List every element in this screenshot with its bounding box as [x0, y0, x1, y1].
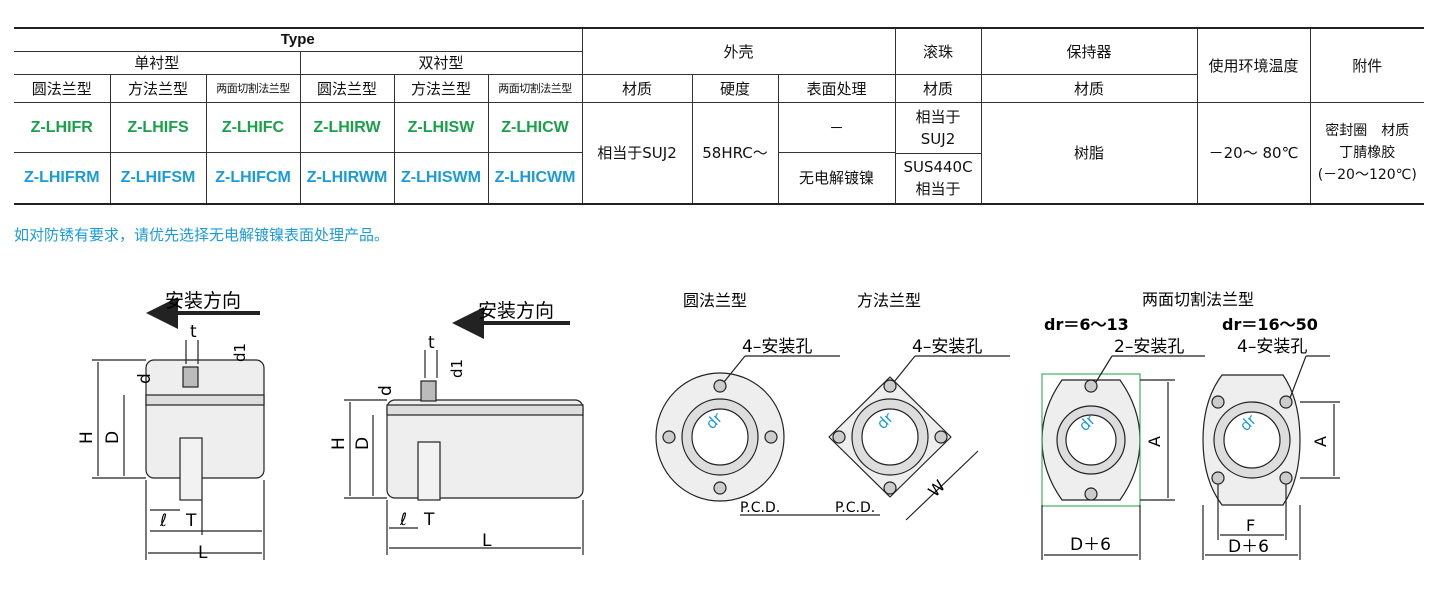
mounting-holes-label: 2–安装孔: [1114, 337, 1184, 357]
accessory-line: 密封圈 材质: [1325, 123, 1410, 139]
dim-t-label: t: [190, 322, 197, 342]
product-code: Z-LHICWM: [487, 152, 583, 205]
mounting-holes-label: 4–安装孔: [742, 337, 812, 357]
product-code: Z-LHICW: [487, 102, 583, 153]
dim-d1-label: d1: [231, 343, 249, 362]
dim-t-label: t: [428, 333, 435, 353]
retainer-material-value: 树脂: [980, 102, 1198, 205]
pcd-label: P.C.D.: [740, 500, 780, 516]
dim-l-label: ℓ: [399, 510, 407, 530]
dim-T-label: T: [185, 511, 197, 531]
accessory-value: 密封圈 材质丁腈橡胶 (－20～120℃): [1309, 102, 1425, 205]
shell-header: 外壳: [581, 27, 896, 75]
spec-table: Type 外壳 滚珠 保持器 使用环境温度 附件 单衬型 双衬型 圆法兰型 方法…: [14, 27, 1425, 205]
shell-material-header: 材质: [581, 74, 693, 103]
ball-material-text: 相当于: [915, 180, 961, 198]
two-cut-flange-title: 两面切割法兰型: [1142, 290, 1254, 309]
product-code: Z-LHIFCM: [205, 152, 301, 205]
product-code: Z-LHIFS: [109, 102, 207, 153]
surface-plating-value: 无电解镀镍: [777, 152, 896, 205]
rust-prevention-note: 如对防锈有要求，请优先选择无电解镀镍表面处理产品。: [14, 226, 390, 244]
pcd-label: P.C.D.: [835, 500, 875, 516]
dim-d-label: d: [135, 373, 155, 384]
dim-l-label: ℓ: [159, 511, 167, 531]
shell-hardness-header: 硬度: [691, 74, 779, 103]
retainer-material-header: 材质: [980, 74, 1198, 103]
round-flange-front-drawing: [655, 355, 840, 516]
dim-d-label: d: [376, 385, 396, 396]
round-flange-title: 圆法兰型: [683, 291, 747, 310]
square-flange-title: 方法兰型: [857, 291, 921, 310]
shell-hardness-value: 58HRC～: [691, 102, 779, 205]
square-flange-front-drawing: [810, 355, 1010, 521]
dim-F-label: F: [1246, 516, 1255, 535]
product-code: Z-LHISWM: [393, 152, 489, 205]
surface-none-value: －: [777, 102, 896, 153]
product-code: Z-LHIFR: [14, 102, 111, 153]
temperature-value: －20～ 80℃: [1196, 102, 1311, 205]
round-flange-header: 圆法兰型: [299, 74, 395, 103]
square-flange-header: 方法兰型: [109, 74, 207, 103]
dim-D-plus-6-label: D＋6: [1070, 535, 1111, 555]
dim-W-label: W: [924, 476, 949, 501]
dim-T-label: T: [423, 510, 435, 530]
dim-A-label: A: [1311, 436, 1330, 447]
install-direction-label: 安装方向: [478, 300, 554, 322]
round-flange-header: 圆法兰型: [14, 74, 111, 103]
retainer-header: 保持器: [980, 27, 1198, 75]
dim-H-label: H: [77, 431, 97, 444]
ball-material-text: 相当于: [915, 108, 961, 126]
dim-d1-label: d1: [448, 359, 466, 378]
double-liner-side-drawing: [344, 307, 584, 555]
accessory-line: 丁腈橡胶: [1339, 145, 1396, 161]
dr-range-small: dr＝6～13: [1044, 315, 1129, 334]
two-cut-flange-small-drawing: [1041, 355, 1205, 560]
install-direction-label: 安装方向: [165, 290, 241, 312]
mounting-holes-label: 4–安装孔: [912, 337, 982, 357]
two-cut-flange-large-drawing: [1202, 355, 1340, 560]
square-flange-header: 方法兰型: [393, 74, 489, 103]
dim-A-label: A: [1145, 436, 1164, 447]
ball-material-text: SUS440C: [903, 158, 973, 176]
product-code: Z-LHIFC: [205, 102, 301, 153]
dim-D-label: D: [103, 431, 123, 444]
product-code: Z-LHISW: [393, 102, 489, 153]
mounting-holes-label: 4–安装孔: [1237, 337, 1307, 357]
accessory-line: (－20～120℃): [1317, 167, 1417, 183]
dim-L-label: L: [482, 531, 492, 551]
dim-D-label: D: [353, 437, 373, 450]
dim-H-label: H: [329, 437, 349, 450]
product-code: Z-LHIRW: [299, 102, 395, 153]
double-liner-header: 双衬型: [299, 51, 583, 75]
two-cut-flange-header: 两面切割法兰型: [487, 74, 583, 103]
single-liner-side-drawing: [92, 297, 265, 560]
dim-L-label: L: [198, 543, 208, 563]
single-liner-header: 单衬型: [14, 51, 301, 75]
ball-material-header: 材质: [894, 74, 982, 103]
shell-material-value: 相当于SUJ2: [581, 102, 693, 205]
dr-range-large: dr＝16～50: [1222, 315, 1318, 334]
dim-D-plus-6-label: D＋6: [1228, 537, 1269, 557]
ball-material-cell: 相当于 SUJ2 SUS440C 相当于: [894, 102, 982, 205]
ball-material-text: SUJ2: [920, 130, 956, 148]
product-code: Z-LHIFRM: [14, 152, 111, 205]
